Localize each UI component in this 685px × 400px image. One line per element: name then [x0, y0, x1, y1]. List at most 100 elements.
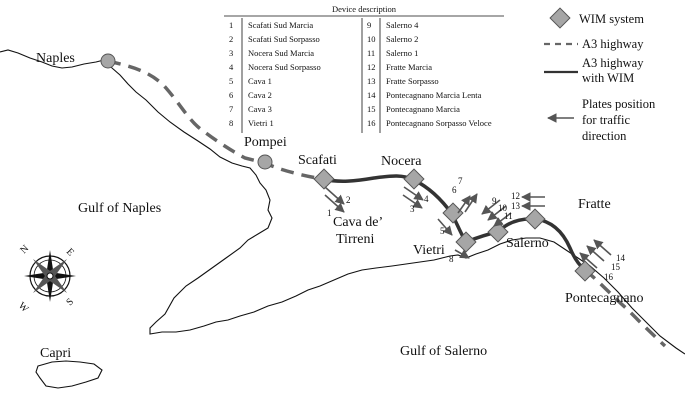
plate-arrow-16 — [579, 252, 598, 269]
plate-label-16: 16 — [604, 272, 614, 282]
plate-label-12: 12 — [511, 191, 520, 201]
device-name: Cava 1 — [248, 76, 272, 86]
wim-marker-fratte — [524, 208, 546, 230]
plate-label-2: 2 — [346, 195, 351, 205]
table-title: Device description — [332, 4, 397, 14]
plate-label-11: 11 — [504, 211, 513, 221]
device-name: Cava 3 — [248, 104, 272, 114]
place-gulf-salerno: Gulf of Salerno — [400, 344, 487, 359]
plate-label-10: 10 — [498, 203, 508, 213]
device-name: Salerno 1 — [386, 48, 418, 58]
plate-arrow-11 — [493, 212, 512, 227]
device-name: Fratte Sorpasso — [386, 76, 439, 86]
device-num: 4 — [229, 62, 234, 72]
device-num: 15 — [367, 104, 376, 114]
device-name: Nocera Sud Sorpasso — [248, 62, 321, 72]
a3-highway-dashed-west — [107, 59, 323, 181]
plate-arrow-9 — [481, 199, 501, 215]
device-name: Scafati Sud Sorpasso — [248, 34, 320, 44]
place-vietri: Vietri — [413, 243, 445, 258]
plate-label-9: 9 — [492, 196, 497, 206]
plate-label-14: 14 — [616, 253, 626, 263]
place-capri: Capri — [40, 346, 71, 361]
place-cava-line2: Tirreni — [336, 232, 374, 247]
device-name: Vietri 1 — [248, 118, 274, 128]
wim-marker-nocera — [403, 168, 425, 190]
pompei-node — [257, 154, 273, 170]
plate-arrow-4 — [403, 186, 424, 201]
device-num: 2 — [229, 34, 233, 44]
place-pompei: Pompei — [244, 135, 287, 150]
wim-marker-salerno — [487, 221, 509, 243]
device-num: 6 — [229, 90, 233, 100]
compass-s: S — [64, 296, 76, 308]
device-num: 12 — [367, 62, 376, 72]
legend-plates-line1: Plates position — [582, 97, 656, 111]
device-num: 1 — [229, 20, 233, 30]
legend-a3wim-line1: A3 highway — [582, 56, 644, 70]
plate-label-15: 15 — [611, 262, 621, 272]
device-num: 7 — [229, 104, 233, 114]
plate-arrow-3 — [402, 194, 423, 209]
plate-label-5: 5 — [440, 226, 445, 236]
device-num: 11 — [367, 48, 375, 58]
plate-label-4: 4 — [424, 194, 429, 204]
device-name: Pontecagnano Sorpasso Veloce — [386, 118, 492, 128]
legend-plates-line3: direction — [582, 129, 627, 143]
plate-label-3: 3 — [410, 204, 415, 214]
legend-wim-label: WIM system — [579, 12, 644, 26]
plate-arrow-15 — [586, 245, 605, 262]
device-num: 9 — [367, 20, 371, 30]
compass-w: W — [16, 300, 31, 315]
naples-node — [100, 53, 116, 69]
legend-plates-line2: for traffic — [582, 113, 630, 127]
place-naples: Naples — [36, 51, 75, 66]
place-nocera: Nocera — [381, 154, 422, 169]
plate-label-8: 8 — [449, 254, 454, 264]
device-name: Nocera Sud Marcia — [248, 48, 314, 58]
place-cava-line1: Cava de’ — [333, 215, 383, 230]
wim-marker-scafati — [313, 168, 335, 190]
device-num: 5 — [229, 76, 233, 86]
device-num: 10 — [367, 34, 376, 44]
plate-arrow-10 — [487, 205, 507, 221]
place-gulf-naples: Gulf of Naples — [78, 201, 161, 216]
device-num: 16 — [367, 118, 376, 128]
plate-label-1: 1 — [327, 208, 332, 218]
plate-arrow-7 — [464, 193, 478, 213]
device-name: Pontecagnano Marcia — [386, 104, 460, 114]
legend-a3-label: A3 highway — [582, 37, 644, 51]
place-pontecagnano: Pontecagnano — [565, 291, 644, 306]
device-name: Salerno 2 — [386, 34, 418, 44]
legend: WIM system A3 highway A3 highway with WI… — [544, 7, 656, 143]
plate-arrow-6 — [457, 195, 471, 214]
plate-label-13: 13 — [511, 201, 521, 211]
plate-arrow-14 — [593, 239, 612, 256]
device-name: Pontecagnano Marcia Lenta — [386, 90, 482, 100]
plate-arrows — [324, 186, 612, 269]
device-num: 14 — [367, 90, 376, 100]
wim-marker-vietri — [455, 231, 477, 253]
compass-e: E — [64, 246, 76, 258]
legend-a3wim-line2: with WIM — [582, 71, 634, 85]
place-fratte: Fratte — [578, 197, 611, 212]
place-salerno: Salerno — [506, 236, 549, 251]
plate-arrow-5 — [437, 218, 453, 236]
plate-arrow-8 — [454, 249, 470, 259]
capri-island — [35, 360, 103, 389]
device-name: Salerno 4 — [386, 20, 419, 30]
plate-arrow-2 — [324, 186, 345, 205]
device-name: Cava 2 — [248, 90, 272, 100]
place-scafati: Scafati — [298, 153, 337, 168]
device-name: Fratte Marcia — [386, 62, 432, 72]
plate-numbers: 1 2 3 4 5 6 7 8 9 10 11 12 13 14 15 16 — [327, 176, 626, 282]
device-name: Scafati Sud Marcia — [248, 20, 313, 30]
wim-marker-cava — [442, 202, 464, 224]
device-num: 3 — [229, 48, 233, 58]
legend-wim-icon — [549, 7, 571, 29]
device-num: 13 — [367, 76, 376, 86]
compass-n: N — [18, 243, 31, 256]
wim-marker-pontecagnano — [574, 260, 596, 282]
